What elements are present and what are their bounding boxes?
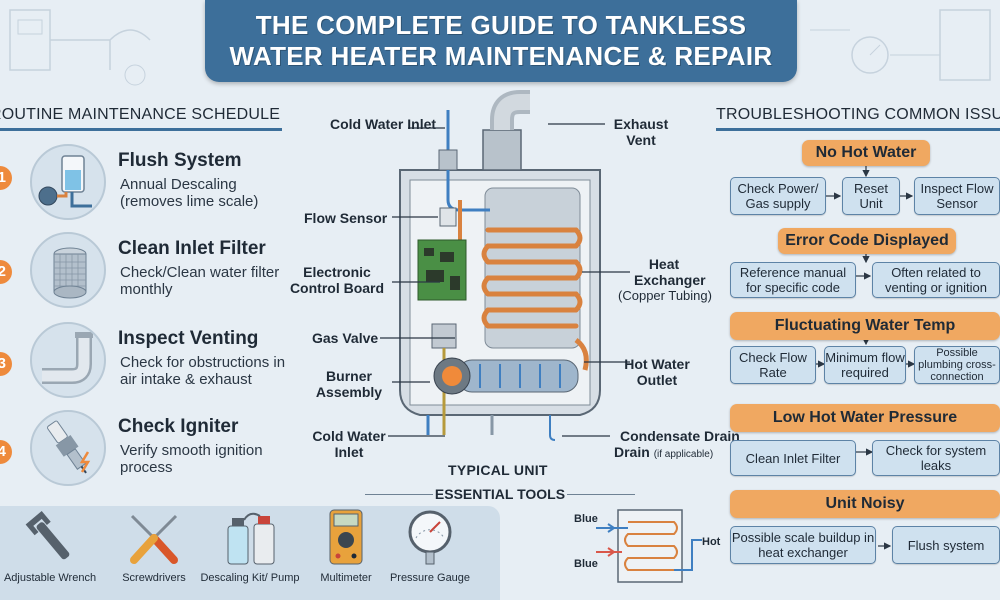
maintenance-heading: ROUTINE MAINTENANCE SCHEDULE — [0, 106, 282, 131]
label-flow-sensor: Flow Sensor — [304, 210, 388, 226]
tool-item: Descaling Kit/ Pump — [200, 508, 300, 600]
condensate-subtext: (if applicable) — [653, 449, 714, 460]
tool-label: Adjustable Wrench — [3, 572, 97, 584]
maintenance-item-title: Check Igniter — [118, 416, 239, 437]
filter-screen-icon — [30, 232, 106, 308]
heat-exchanger-text: Heat Exchanger — [634, 256, 706, 288]
tankless-heater-diagram — [399, 90, 601, 441]
maintenance-item: 3 Inspect Venting Check for obstructions… — [0, 322, 300, 408]
tool-item: Multimeter — [296, 508, 396, 600]
tool-label: Screwdrivers — [122, 572, 186, 584]
step-number: 1 — [0, 166, 12, 190]
multimeter-icon — [329, 509, 363, 565]
diagram-leader-lines — [380, 123, 630, 437]
tool-label: Pressure Gauge — [389, 572, 471, 584]
tool-item: Pressure Gauge — [380, 508, 480, 600]
background-sketch-right — [810, 9, 991, 81]
issue-title: No Hot Water — [802, 140, 930, 166]
troubleshooting-step: Possible plumbing cross-connection — [914, 346, 1000, 384]
igniter-spark-icon — [30, 410, 106, 486]
label-gas-valve: Gas Valve — [312, 330, 379, 346]
troubleshooting-step: Check for system leaks — [872, 440, 1000, 476]
step-number: 2 — [0, 260, 12, 284]
maintenance-item: 4 Check Igniter Verify smooth ignition p… — [0, 410, 300, 496]
label-exhaust-vent: Exhaust Vent — [613, 116, 669, 148]
pressure-gauge-icon — [408, 510, 452, 565]
tool-item: Screwdrivers — [104, 508, 204, 600]
label-condensate-drain: Condensate Drain Drain (if applicable) — [614, 428, 740, 460]
wrench-icon — [25, 511, 70, 560]
label-burner-assembly: Burner Assembly — [315, 368, 383, 400]
mini-exchanger-sketch — [596, 509, 702, 583]
troubleshooting-step: Check Power/ Gas supply — [730, 177, 826, 215]
step-number: 4 — [0, 440, 12, 464]
mini-label-blue-top: Blue — [574, 513, 598, 525]
issue-title: Unit Noisy — [730, 490, 1000, 518]
maintenance-item-title: Inspect Venting — [118, 328, 259, 349]
title-line-2: WATER HEATER MAINTENANCE & REPAIR — [229, 41, 773, 71]
title-banner: THE COMPLETE GUIDE TO TANKLESS WATER HEA… — [205, 0, 797, 82]
troubleshooting-step: Possible scale buildup in heat exchanger — [730, 526, 876, 564]
troubleshooting-step: Inspect Flow Sensor — [914, 177, 1000, 215]
pump-flush-icon — [30, 144, 106, 220]
maintenance-item-desc: Check/Clean water filter monthly — [120, 264, 280, 298]
maintenance-item-desc: Annual Descaling (removes lime scale) — [120, 176, 259, 210]
troubleshooting-step: Reference manual for specific code — [730, 262, 856, 298]
label-control-board: Electronic Control Board — [289, 264, 385, 296]
mini-label-hot: Hot — [702, 536, 721, 548]
maintenance-item-desc: Check for obstructions in air intake & e… — [120, 354, 286, 388]
troubleshooting-heading: TROUBLESHOOTING COMMON ISSUES — [716, 106, 1000, 131]
issue-title: Low Hot Water Pressure — [730, 404, 1000, 432]
issue-title: Error Code Displayed — [778, 228, 956, 254]
label-hot-water-outlet: Hot Water Outlet — [624, 356, 690, 388]
troubleshooting-step: Flush system — [892, 526, 1000, 564]
diagram-caption: TYPICAL UNIT — [448, 462, 548, 478]
label-cold-water-inlet-bottom: Cold Water Inlet — [312, 428, 386, 460]
troubleshooting-step: Reset Unit — [842, 177, 900, 215]
tool-label: Descaling Kit/ Pump — [200, 572, 300, 584]
tools-heading: ESSENTIAL TOOLS — [365, 486, 635, 502]
maintenance-item-desc: Verify smooth ignition process — [120, 442, 263, 476]
maintenance-item-title: Clean Inlet Filter — [118, 238, 266, 259]
title-line-1: THE COMPLETE GUIDE TO TANKLESS — [255, 10, 747, 40]
vent-pipe-icon — [30, 322, 106, 398]
tool-label: Multimeter — [320, 572, 372, 584]
step-number: 3 — [0, 352, 12, 376]
label-cold-water-inlet-top: Cold Water Inlet — [330, 116, 437, 132]
label-heat-exchanger: Heat Exchanger (Copper Tubing) — [612, 256, 718, 304]
troubleshooting-step: Minimum flow required — [824, 346, 906, 384]
condensate-text: Condensate Drain — [620, 428, 740, 444]
heat-exchanger-subtext: (Copper Tubing) — [618, 288, 712, 303]
background-sketch-left — [9, 9, 151, 86]
mini-label-blue-bottom: Blue — [574, 558, 598, 570]
screwdriver-icon — [130, 514, 178, 564]
maintenance-item: 2 Clean Inlet Filter Check/Clean water f… — [0, 232, 300, 318]
maintenance-item-title: Flush System — [118, 150, 242, 171]
descaling-kit-icon — [227, 512, 275, 565]
maintenance-item: 1 Flush System Annual Descaling (removes… — [0, 144, 300, 230]
troubleshooting-step: Clean Inlet Filter — [730, 440, 856, 476]
troubleshooting-step: Check Flow Rate — [730, 346, 816, 384]
issue-title: Fluctuating Water Temp — [730, 312, 1000, 340]
tool-item: Adjustable Wrench — [0, 508, 100, 600]
troubleshooting-step: Often related to venting or ignition — [872, 262, 1000, 298]
